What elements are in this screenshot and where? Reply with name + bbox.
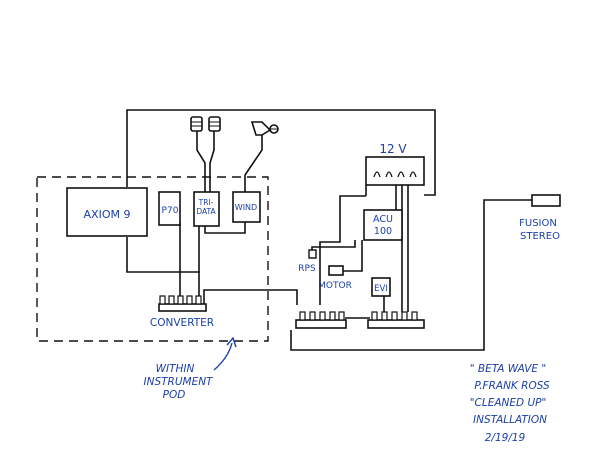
- 12v-power-block: [365, 156, 425, 186]
- wind-unit: [232, 191, 261, 223]
- tridata-sensor-left-wire: [196, 130, 206, 195]
- tridata-unit: [193, 191, 220, 227]
- acu-100-unit: [363, 209, 403, 241]
- tridata-label-line1: TRI-: [198, 198, 214, 207]
- hub-to-fusion-wire: [290, 199, 532, 351]
- axiom-9-display: [66, 187, 148, 237]
- evi-label: EVI: [374, 284, 388, 294]
- tridata-sensor-right-wire: [209, 130, 215, 195]
- converter-block: [158, 295, 207, 312]
- wind-vane-sensor-icon: [250, 121, 279, 136]
- pod-label-line1: WITHIN: [156, 363, 195, 375]
- acu-label-line1: ACU: [373, 214, 393, 225]
- wind-label: WIND: [235, 203, 257, 212]
- instrument-pod-boundary: [36, 176, 269, 342]
- motor-unit: [328, 265, 344, 276]
- power-to-acu-wire: [339, 195, 366, 225]
- converter-to-hub-wire: [203, 289, 298, 305]
- axiom-9-label: AXIOM 9: [84, 208, 131, 221]
- fusion-stereo-unit: [531, 194, 561, 207]
- note-line5: 2/19/19: [485, 432, 526, 444]
- converter-label: CONVERTER: [150, 317, 214, 329]
- note-line1: " BETA WAVE ": [470, 363, 546, 375]
- acu-label-line2: 100: [374, 226, 392, 237]
- evi-unit: [371, 277, 391, 297]
- acu-to-hub-wire: [319, 225, 341, 305]
- note-line2: P.FRANK ROSS: [474, 380, 550, 392]
- fusion-label-line2: STEREO: [520, 231, 560, 242]
- pod-pointer-arrow-icon: [213, 336, 237, 371]
- 12v-label: 12 V: [379, 142, 407, 156]
- p70-unit: [158, 191, 181, 226]
- fuse-symbols-icon: [373, 171, 417, 178]
- note-line4: INSTALLATION: [473, 414, 547, 426]
- fusion-label-line1: FUSION: [519, 218, 557, 229]
- rps-sensor-icon: [308, 249, 317, 259]
- tridata-sensor-plugs-icon: [190, 116, 221, 132]
- note-line3: "CLEANED UP": [470, 397, 547, 409]
- axiom-to-converter-wire: [126, 237, 200, 273]
- p70-label: P70: [162, 206, 179, 216]
- nmea-hub-right: [367, 311, 425, 329]
- tridata-label-line2: DATA: [196, 207, 216, 216]
- rps-label: RPS: [298, 264, 316, 274]
- nmea-hub-left: [295, 311, 347, 329]
- motor-label: MOTOR: [318, 281, 352, 291]
- wind-sensor-wire: [244, 135, 263, 192]
- backbone-top-wire: [126, 109, 436, 196]
- motor-wire: [343, 240, 363, 272]
- pod-label-line3: POD: [163, 389, 186, 401]
- tridata-wind-link: [204, 222, 246, 234]
- pod-label-line2: INSTRUMENT: [144, 376, 215, 388]
